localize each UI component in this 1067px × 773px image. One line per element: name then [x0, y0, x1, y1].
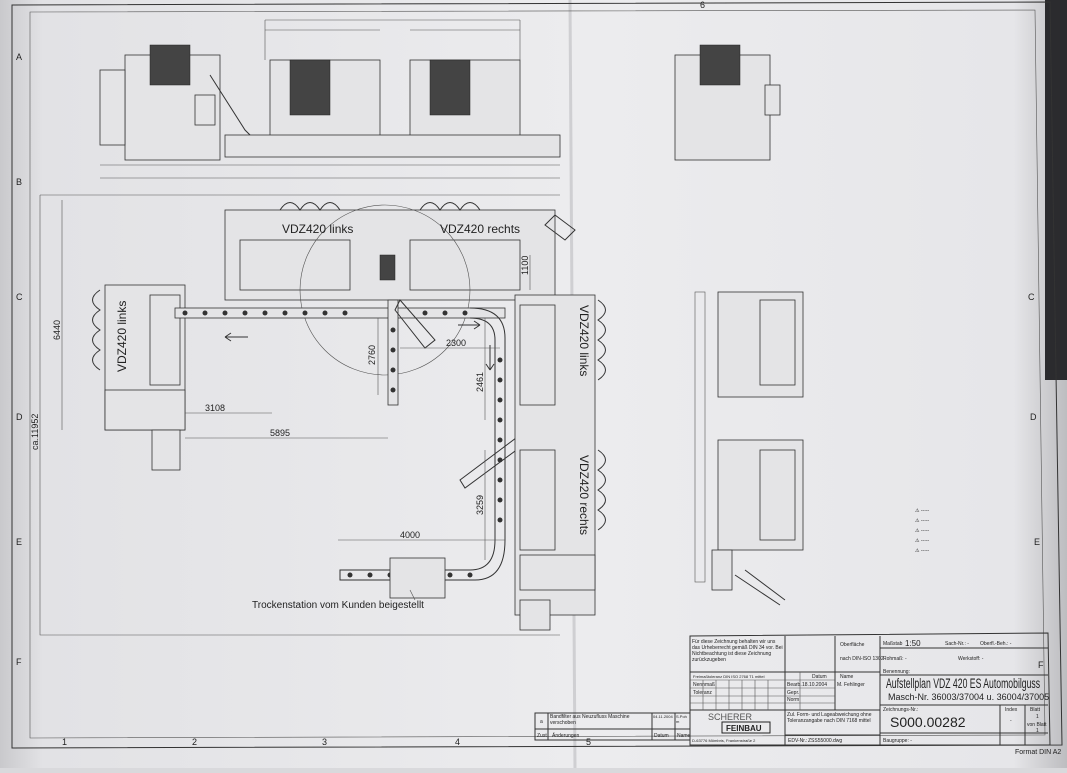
bearb-name-text: M. Fehlinger — [837, 682, 865, 688]
d3259-text: 3259 — [475, 495, 485, 515]
revision-name-text: S.Pohm — [676, 714, 687, 724]
drying-station-note: Trockenstation vom Kunden beigestellt — [252, 600, 424, 611]
1-text: B — [16, 177, 22, 187]
4-text: E — [1034, 537, 1040, 547]
sach-nr-text: Sach-Nr.: - — [945, 641, 969, 647]
d4000-text: 4000 — [400, 530, 420, 540]
of-sheets-value-text: 1 — [1036, 728, 1039, 734]
5-text: F — [16, 657, 22, 667]
svg-text:⚠ -----: ⚠ ----- — [915, 508, 930, 514]
sheet-label-text: Blatt — [1030, 707, 1041, 713]
height-left-text: 6440 — [52, 320, 62, 340]
gepr-text: Gepr. — [787, 690, 799, 696]
row-markers: A B C D E F C D E F — [16, 52, 1044, 670]
4-text: E — [16, 537, 22, 547]
overall-text: ca.11952 — [30, 414, 40, 450]
0-text: A — [16, 52, 22, 62]
top-right-text: VDZ420 rechts — [440, 222, 520, 236]
title-block: Für diese Zeichnung behalten wir uns das… — [689, 632, 1061, 756]
side-view-right: ⚠ ----- ⚠ ----- ⚠ ----- ⚠ ----- ⚠ ----- — [694, 291, 930, 606]
revision-change-text: Bandfilter aus Neuzufluss Maschine versc… — [550, 714, 630, 726]
3-text: D — [1030, 412, 1037, 422]
nennmass-text: Nennmaß — [693, 682, 715, 688]
right-lower-vertical-text: VDZ420 rechts — [577, 455, 591, 535]
company-top-text: SCHERER — [708, 712, 753, 722]
dimension-labels: 6440 ca.11952 3108 5895 2760 2300 2461 1… — [30, 256, 530, 540]
dark-background-corner — [1045, 0, 1067, 380]
company-logo-text: FEINBAU — [726, 724, 762, 733]
scale-label-text: Maßstab — [883, 641, 903, 647]
drawing-frame — [11, 1, 1063, 749]
index-text: a — [540, 719, 543, 725]
d5895-text: 5895 — [270, 428, 290, 438]
copyright-note-text: Für diese Zeichnung behalten wir uns das… — [692, 639, 783, 663]
2-text: 3 — [322, 737, 327, 747]
revision-date-text: 04.11.2004 — [653, 714, 673, 719]
date-label-text: Datum — [812, 674, 827, 680]
surface-value-text: nach DIN-ISO 1302 — [840, 656, 884, 662]
of-sheets-label-text: von Blatt — [1027, 722, 1047, 728]
index-label-text: Index — [1005, 707, 1018, 713]
column-markers: 1 2 3 4 5 6 — [62, 0, 705, 747]
d1100-text: 1100 — [520, 256, 530, 275]
drawing-no-text: S000.00282 — [890, 714, 966, 730]
oberfl-beh-text: Oberfl.-Beh.: - — [980, 641, 1012, 647]
svg-text:⚠ -----: ⚠ ----- — [915, 538, 930, 544]
designation-label-text: Benennung: — [883, 669, 910, 675]
d2300-text: 2300 — [446, 338, 466, 348]
company-logo — [721, 721, 771, 734]
3-text: 4 — [455, 737, 460, 747]
drawing-no-label-text: Zeichnungs-Nr.: — [883, 707, 918, 713]
index-value-text: - — [1010, 718, 1012, 724]
5-text: F — [1038, 660, 1044, 670]
edv-value-text: ZSS55000.dwg — [808, 738, 842, 744]
right-upper-vertical-text: VDZ420 links — [577, 305, 591, 376]
name-text: Name — [677, 733, 691, 739]
machine-numbers-text: Masch-Nr. 36003/37004 u. 36004/37005 — [888, 692, 1049, 702]
revision-block: a Bandfilter aus Neuzufluss Maschine ver… — [534, 712, 691, 741]
format-text: Format DIN A2 — [1015, 749, 1061, 756]
0-text: 1 — [62, 737, 67, 747]
svg-text:⚠ -----: ⚠ ----- — [915, 548, 930, 554]
layout-plan — [39, 194, 606, 636]
norm-text: Norm — [787, 697, 799, 703]
scale-value-text: 1:50 — [905, 639, 921, 648]
name-label-text: Name — [840, 674, 854, 680]
tolerance-header-text: Freimaßtoleranz DIN ISO 2768 T1 mittel — [693, 674, 765, 679]
2-text: C — [1028, 292, 1035, 302]
d2461-text: 2461 — [475, 372, 485, 392]
sheet-value-text: 1 — [1036, 714, 1039, 720]
date-text: Datum — [654, 733, 669, 739]
bearb-text: Bearb. — [787, 682, 802, 688]
3-text: D — [16, 412, 23, 422]
bearb-date-text: 18.10.2004 — [802, 682, 827, 688]
surface-label-text: Oberfläche — [840, 642, 865, 648]
assembly-label-text: Baugruppe: - — [883, 738, 912, 744]
d2760-text: 2760 — [367, 345, 377, 365]
toleranz-text: Toleranz — [693, 690, 712, 696]
form-tolerance-text: Zul. Form- und Lageabweichung ohne Toler… — [787, 712, 872, 724]
d3108-text: 3108 — [205, 403, 225, 413]
rohmass-text: Rohmaß: - — [883, 656, 907, 662]
4-text: 5 — [586, 737, 591, 747]
1-text: 2 — [192, 737, 197, 747]
company-address-text: D-63776 Mömbris, Frankenstraße 2 — [692, 738, 756, 743]
elevation-view-top — [99, 19, 781, 179]
top-left-text: VDZ420 links — [282, 222, 353, 236]
edv-label-text: EDV-Nr.: — [788, 738, 807, 744]
index-text: Zust — [537, 733, 547, 739]
change-text: Änderungen — [552, 732, 579, 739]
left-vertical-text: VDZ420 links — [115, 301, 129, 372]
svg-text:⚠ -----: ⚠ ----- — [915, 518, 930, 524]
2-text: C — [16, 292, 23, 302]
top-marker-text: 6 — [700, 0, 705, 10]
werkstoff-text: Werkstoff: - — [958, 656, 984, 662]
svg-text:⚠ -----: ⚠ ----- — [915, 528, 930, 534]
machine-labels: VDZ420 links VDZ420 rechts VDZ420 links … — [115, 222, 591, 535]
title-text: Aufstellplan VDZ 420 ES Automobilguss — [886, 676, 1040, 692]
drying-station-leader — [409, 589, 416, 601]
